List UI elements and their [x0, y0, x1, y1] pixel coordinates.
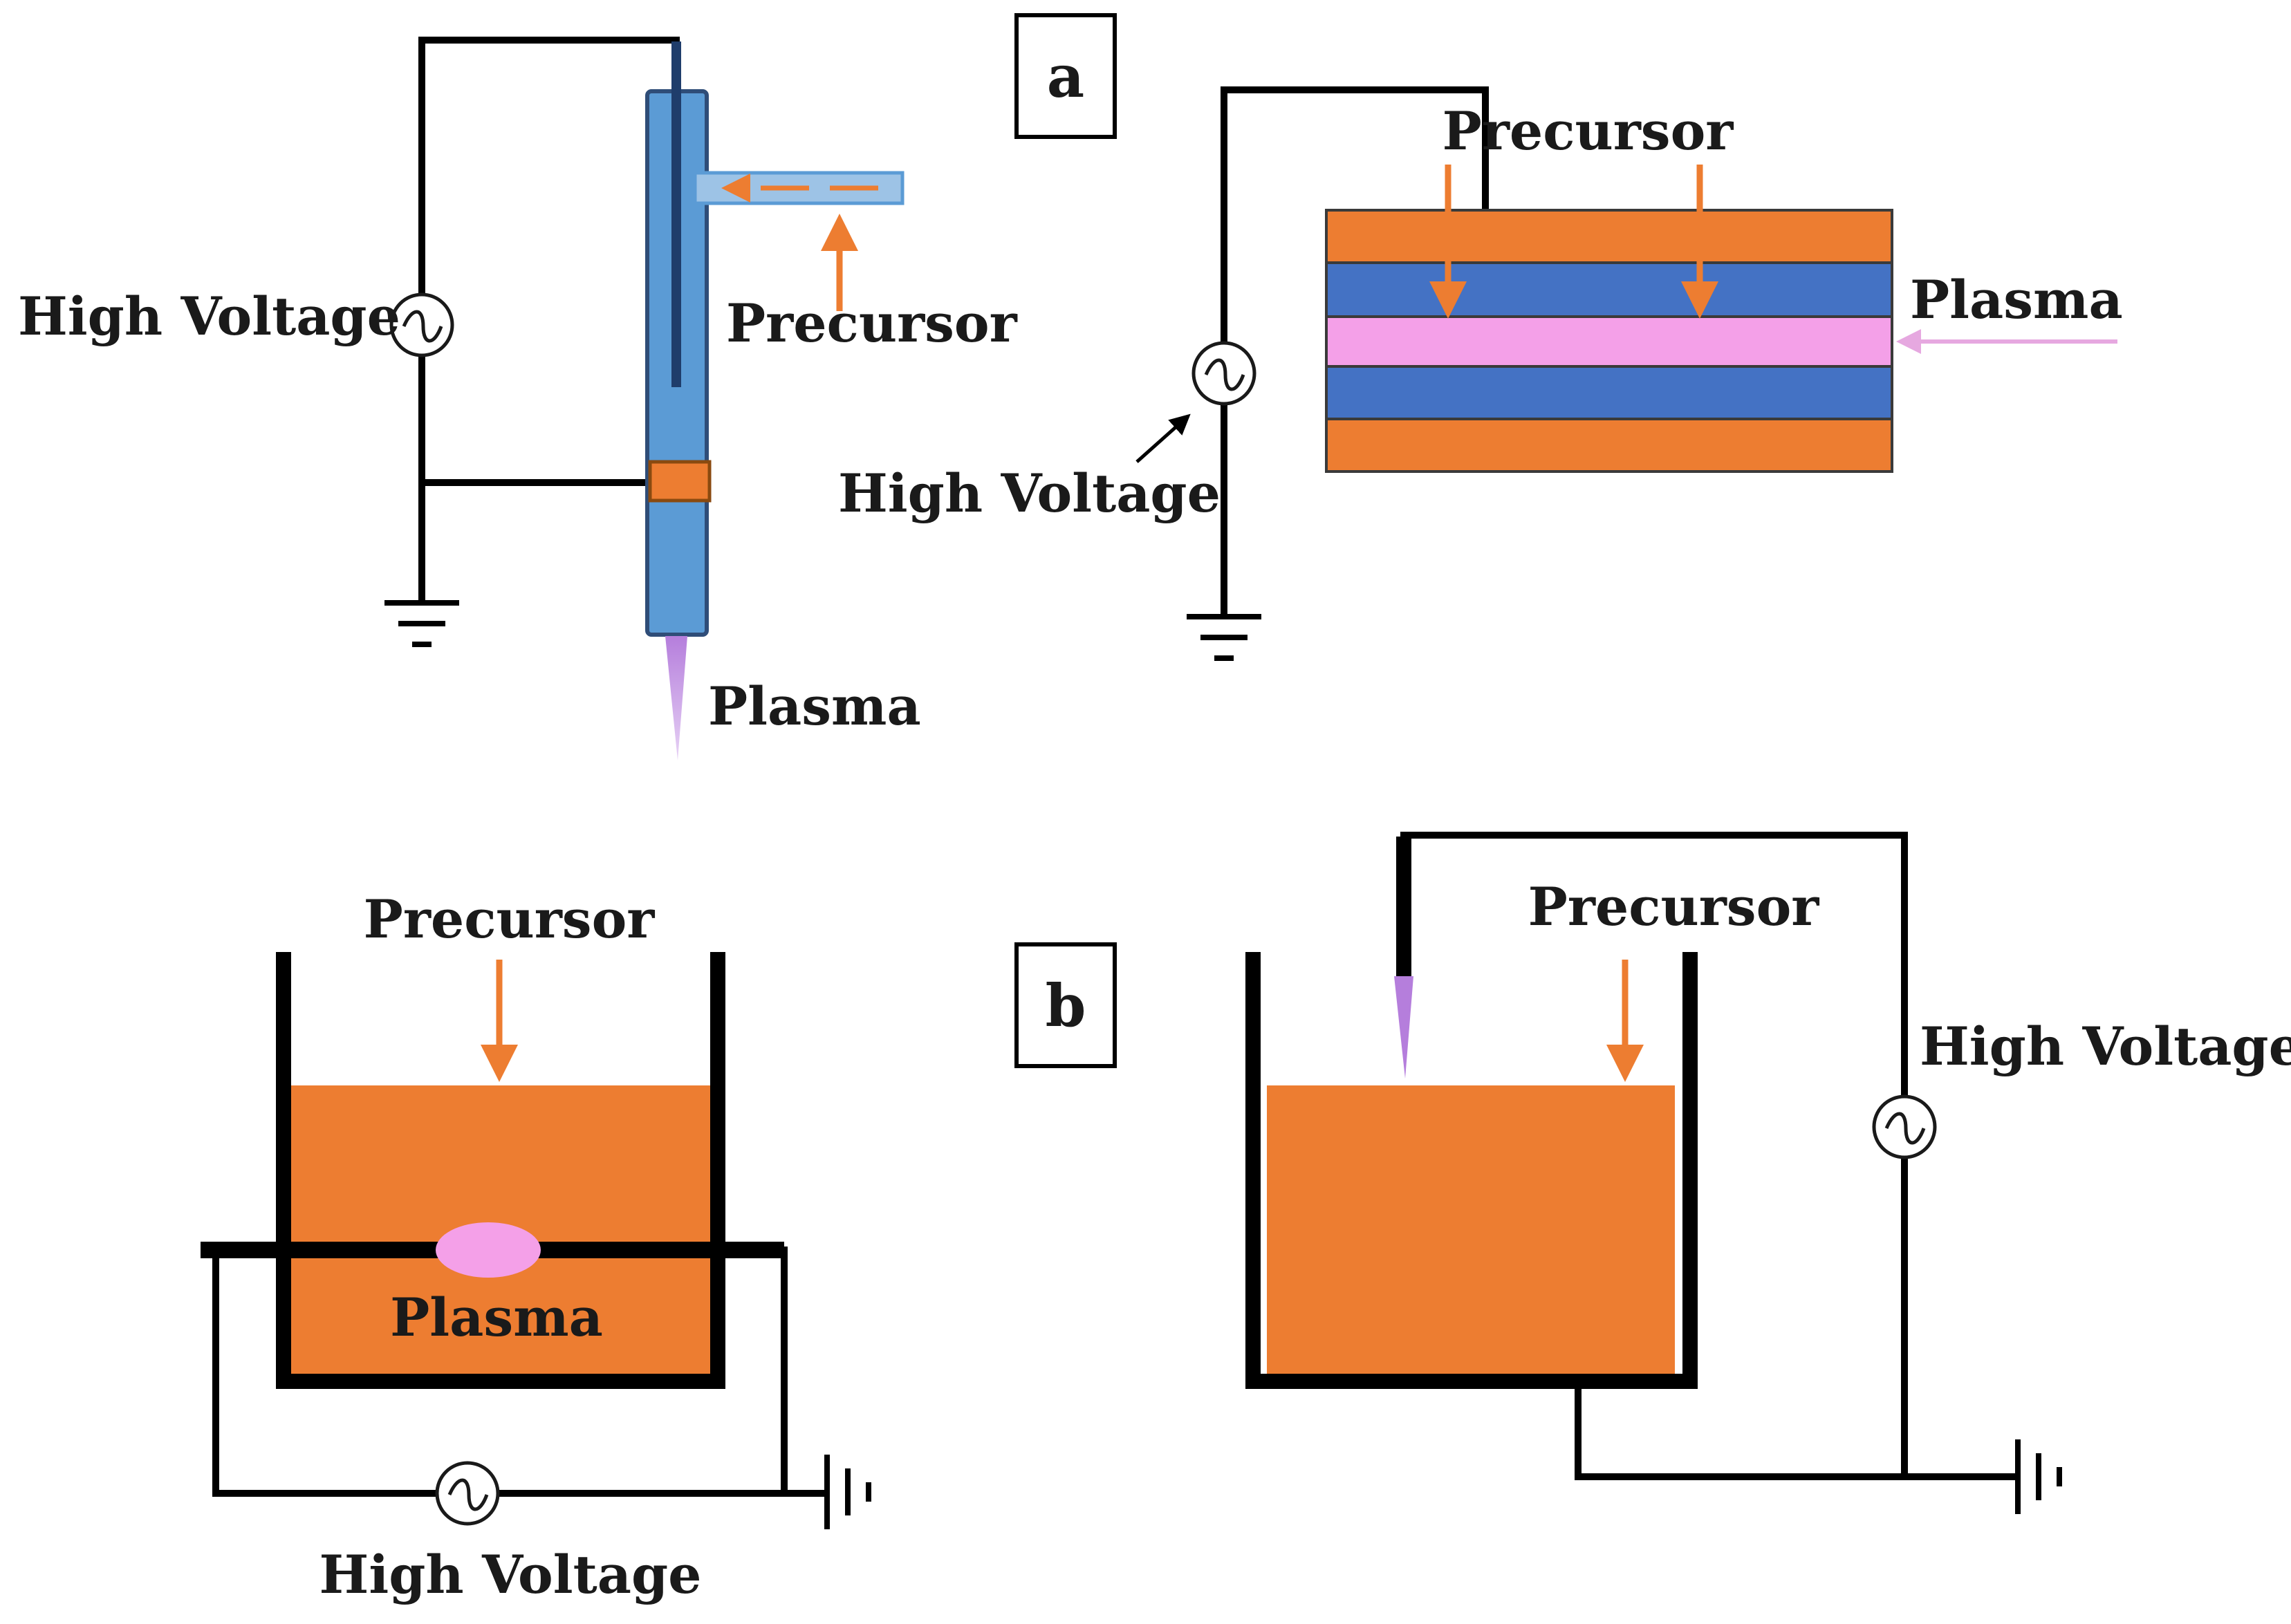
panel-label-a: a	[1014, 13, 1117, 139]
panel-b-submerged: Precursor Plasma High Voltage	[201, 888, 871, 1605]
dbd-plasma-gap	[1325, 315, 1893, 368]
panel-a-dbd: Precursor Plasma High Voltage	[838, 86, 2123, 661]
panel-letter-b: b	[1046, 971, 1086, 1040]
ac-source-icon	[1191, 341, 1256, 406]
dbd-hv-wire	[1221, 86, 1489, 346]
gasliquid-precursor-label: Precursor	[1528, 876, 1820, 937]
jet-plasma-plume	[665, 636, 687, 760]
jet-ground-ring	[648, 460, 712, 503]
jet-high-voltage-label: High Voltage	[18, 286, 400, 347]
jet-precursor-label: Precursor	[726, 292, 1018, 354]
gasliquid-vessel	[1245, 952, 1698, 1389]
dbd-high-voltage-label: High Voltage	[838, 463, 1221, 524]
ground-icon	[824, 1455, 871, 1529]
dbd-top-dielectric	[1325, 261, 1893, 318]
submerged-plasma-label: Plasma	[390, 1287, 603, 1348]
dbd-bottom-electrode	[1325, 418, 1893, 473]
ground-icon	[2015, 1439, 2062, 1514]
submerged-high-voltage-label: High Voltage	[319, 1544, 702, 1605]
submerged-vessel	[276, 952, 725, 1389]
panel-label-b: b	[1014, 942, 1117, 1068]
submerged-precursor-label: Precursor	[364, 888, 656, 950]
gasliquid-liquid	[1267, 1085, 1675, 1376]
panel-letter-a: a	[1047, 42, 1084, 111]
ac-source-icon	[1872, 1094, 1937, 1159]
ac-source-icon	[435, 1461, 500, 1526]
ground-icon	[384, 600, 459, 647]
dbd-plasma-label: Plasma	[1910, 269, 2123, 330]
submerged-plasma	[436, 1222, 541, 1278]
jet-plasma-label: Plasma	[708, 675, 921, 737]
jet-ground-wire	[418, 349, 653, 486]
jet-hv-wire	[418, 37, 680, 299]
gasliquid-ground-wire	[1575, 1154, 1908, 1480]
ground-icon	[1187, 614, 1261, 661]
gasliquid-high-voltage-label: High Voltage	[1920, 1016, 2291, 1077]
dbd-bottom-dielectric	[1325, 365, 1893, 420]
gasliquid-plasma-plume	[1394, 976, 1413, 1079]
ac-source-icon	[389, 292, 454, 357]
dbd-precursor-label: Precursor	[1443, 100, 1734, 162]
panel-a-plasma-jet: High Voltage Precursor Plasma	[18, 37, 1018, 760]
panel-b-gas-liquid: Precursor High Voltage	[1245, 832, 2291, 1514]
arrow-icon	[1135, 413, 1191, 463]
submerged-circuit-left	[212, 1247, 440, 1497]
gasliquid-hv-wire	[1400, 832, 1908, 1100]
dbd-top-electrode	[1325, 209, 1893, 264]
